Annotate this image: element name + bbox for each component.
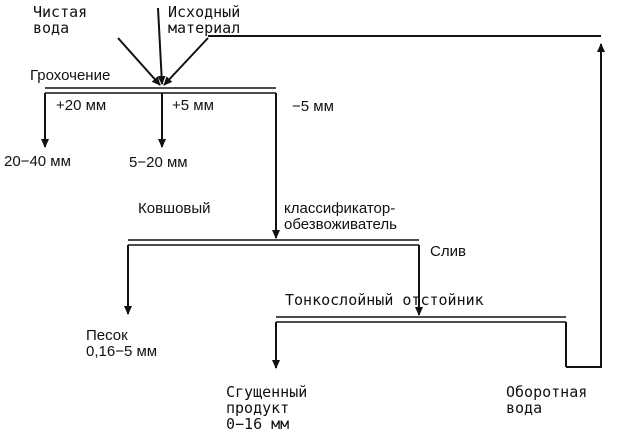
source-material-arrow bbox=[157, 7, 166, 85]
overflow-label: Слив bbox=[430, 243, 466, 260]
product-coarse: 20−40 мм bbox=[4, 153, 71, 170]
thickened-label-line3: 0−16 мм bbox=[226, 415, 290, 433]
source-material-label: Исходный материал bbox=[168, 4, 240, 36]
source-material-label-line1: Исходный bbox=[168, 3, 241, 21]
thickened-label-line1: Сгущенный bbox=[226, 383, 308, 401]
classifier-label-right: классификатор- обезвоживатель bbox=[284, 201, 397, 233]
clean-water-label-line1: Чистая bbox=[33, 3, 88, 21]
product-medium: 5−20 мм bbox=[129, 154, 188, 171]
sand-label-line2: 0,16−5 мм bbox=[86, 343, 158, 360]
classifier-label-right-line2: обезвоживатель bbox=[284, 216, 397, 233]
recycle-feed-arrow bbox=[163, 37, 209, 86]
classifier-label-right-line1: классификатор- bbox=[284, 200, 396, 217]
clean-water-label-line2: вода bbox=[33, 19, 70, 37]
screening-label: Грохочение bbox=[30, 67, 111, 84]
fraction-plus20: +20 мм bbox=[56, 97, 107, 114]
thickened-label-line2: продукт bbox=[226, 399, 290, 417]
recycled-water-label: Оборотная вода bbox=[506, 384, 587, 416]
sand-label: Песок 0,16−5 мм bbox=[86, 328, 157, 360]
clean-water-label: Чистая вода bbox=[33, 4, 87, 36]
classifier-label-left: Ковшовый bbox=[138, 200, 211, 217]
sand-label-line1: Песок bbox=[86, 327, 128, 344]
recycle-loop-line bbox=[566, 43, 605, 368]
fraction-plus5: +5 мм bbox=[172, 97, 214, 114]
clean-water-arrow bbox=[117, 37, 161, 86]
thickened-label: Сгущенный продукт 0−16 мм bbox=[226, 384, 307, 432]
recycled-water-label-line1: Оборотная bbox=[506, 383, 588, 401]
fraction-minus5: −5 мм bbox=[292, 98, 334, 115]
settler-label: Тонкослойный отстойник bbox=[285, 291, 484, 309]
source-material-label-line2: материал bbox=[168, 19, 241, 37]
recycled-water-label-line2: вода bbox=[506, 399, 543, 417]
